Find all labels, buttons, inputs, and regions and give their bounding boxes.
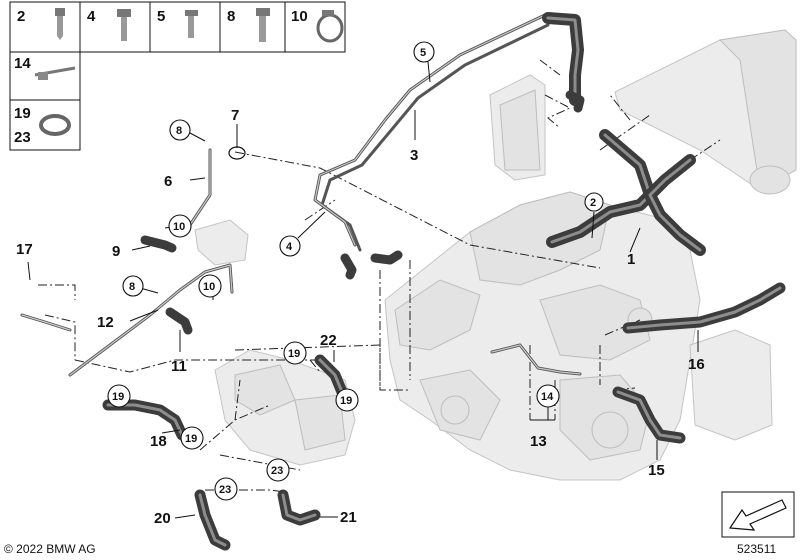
label-3: 3 bbox=[410, 147, 418, 164]
label-9: 9 bbox=[112, 243, 120, 260]
hoses bbox=[102, 12, 786, 551]
legend-2: 2 bbox=[17, 8, 25, 25]
engine-block bbox=[384, 191, 701, 481]
assignment-lines bbox=[38, 59, 721, 493]
callout-10a bbox=[168, 214, 192, 238]
seal-ring-7 bbox=[228, 146, 246, 160]
legend-grid: 2 4 5 8 10 14 19 23 bbox=[9, 1, 346, 151]
label-19a: 19 bbox=[288, 348, 300, 360]
bolt-4-icon bbox=[117, 9, 131, 41]
label-8a: 8 bbox=[176, 125, 182, 137]
callout-8b bbox=[122, 275, 144, 297]
legend-10: 10 bbox=[291, 8, 308, 25]
clamp-19-icon bbox=[39, 114, 71, 136]
cable-tie-14-icon bbox=[34, 66, 76, 80]
arrow-icon bbox=[728, 499, 787, 531]
bolt-2-icon bbox=[55, 8, 65, 40]
label-22: 22 bbox=[320, 332, 337, 349]
callout-19d bbox=[335, 388, 359, 412]
callout-19b bbox=[107, 384, 131, 408]
label-15: 15 bbox=[648, 462, 665, 479]
nav-arrow-box[interactable] bbox=[721, 491, 795, 538]
egr-module bbox=[214, 349, 356, 466]
label-10a: 10 bbox=[173, 221, 185, 233]
callout-8a bbox=[169, 119, 191, 141]
label-4: 4 bbox=[286, 241, 293, 253]
label-23b: 23 bbox=[219, 484, 231, 496]
clamp-10-icon bbox=[316, 10, 344, 43]
label-19b: 19 bbox=[112, 391, 124, 403]
callout-14 bbox=[536, 384, 560, 408]
legend-4: 4 bbox=[87, 8, 96, 25]
label-7: 7 bbox=[231, 107, 239, 124]
label-13: 13 bbox=[530, 433, 547, 450]
bolt-5-icon bbox=[185, 10, 198, 38]
label-17: 17 bbox=[16, 241, 33, 258]
legend-5: 5 bbox=[157, 8, 165, 25]
label-5: 5 bbox=[420, 47, 426, 59]
label-18: 18 bbox=[150, 433, 167, 450]
label-20: 20 bbox=[154, 510, 171, 527]
callout-5 bbox=[413, 41, 435, 63]
valve bbox=[194, 219, 249, 266]
egr-cooler-top bbox=[489, 74, 546, 181]
label-6: 6 bbox=[164, 173, 172, 190]
label-19c: 19 bbox=[185, 433, 197, 445]
label-11: 11 bbox=[171, 358, 187, 375]
label-2: 2 bbox=[590, 197, 596, 209]
callout-19a bbox=[283, 341, 307, 365]
callout-23a bbox=[266, 458, 290, 482]
part-labels: 1 2 3 4 5 6 7 8 8 9 10 10 11 12 13 14 15… bbox=[16, 41, 705, 527]
callout-4 bbox=[279, 235, 301, 257]
label-21: 21 bbox=[340, 509, 357, 526]
legend-14: 14 bbox=[14, 55, 31, 72]
legend-19: 19 bbox=[14, 105, 31, 122]
intercooler bbox=[614, 29, 797, 195]
label-23a: 23 bbox=[271, 465, 283, 477]
legend-8: 8 bbox=[227, 8, 235, 25]
label-1: 1 bbox=[627, 251, 635, 268]
callout-10b bbox=[198, 274, 222, 298]
diagram-number: 523511 bbox=[737, 542, 776, 556]
label-19d: 19 bbox=[340, 395, 352, 407]
bolt-8-icon bbox=[256, 8, 270, 42]
label-8b: 8 bbox=[129, 281, 135, 293]
label-16: 16 bbox=[688, 356, 705, 373]
oil-cooler bbox=[689, 329, 773, 441]
callout-19c bbox=[180, 426, 204, 450]
coolant-pipes bbox=[20, 13, 582, 377]
callout-2 bbox=[584, 192, 604, 212]
label-10b: 10 bbox=[203, 281, 215, 293]
copyright: © 2022 BMW AG bbox=[4, 542, 96, 556]
label-12: 12 bbox=[97, 314, 114, 331]
label-14: 14 bbox=[541, 391, 554, 403]
legend-23: 23 bbox=[14, 129, 31, 146]
callout-23b bbox=[214, 477, 238, 501]
